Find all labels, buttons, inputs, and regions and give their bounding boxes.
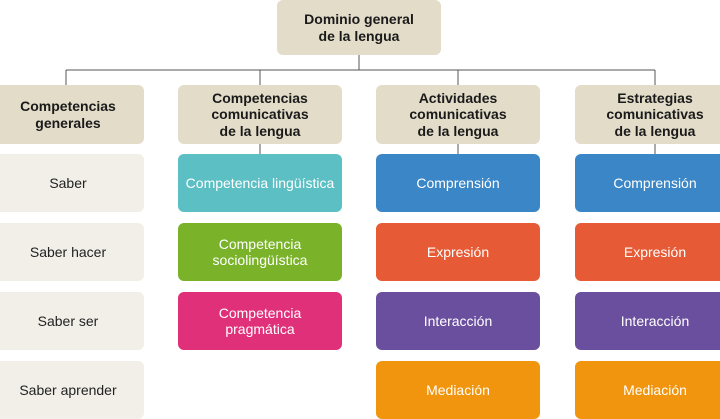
item-saber-aprender: Saber aprender [0,361,144,419]
item-competencia-pragmatica: Competencia pragmática [178,292,342,350]
item-competencia-sociolinguistica: Competencia sociolingüística [178,223,342,281]
item-estrategias-interaccion: Interacción [575,292,720,350]
item-actividades-interaccion: Interacción [376,292,540,350]
header-actividades-comunicativas: Actividades comunicativas de la lengua [376,85,540,144]
item-estrategias-comprension: Comprensión [575,154,720,212]
root-node: Dominio general de la lengua [277,0,441,55]
item-actividades-comprension: Comprensión [376,154,540,212]
item-actividades-expresion: Expresión [376,223,540,281]
item-estrategias-mediacion: Mediación [575,361,720,419]
item-competencia-linguistica: Competencia lingüística [178,154,342,212]
header-competencias-generales: Competencias generales [0,85,144,144]
item-saber-ser: Saber ser [0,292,144,350]
item-actividades-mediacion: Mediación [376,361,540,419]
header-competencias-comunicativas: Competencias comunicativas de la lengua [178,85,342,144]
header-estrategias-comunicativas: Estrategias comunicativas de la lengua [575,85,720,144]
item-saber-hacer: Saber hacer [0,223,144,281]
item-estrategias-expresion: Expresión [575,223,720,281]
item-saber: Saber [0,154,144,212]
